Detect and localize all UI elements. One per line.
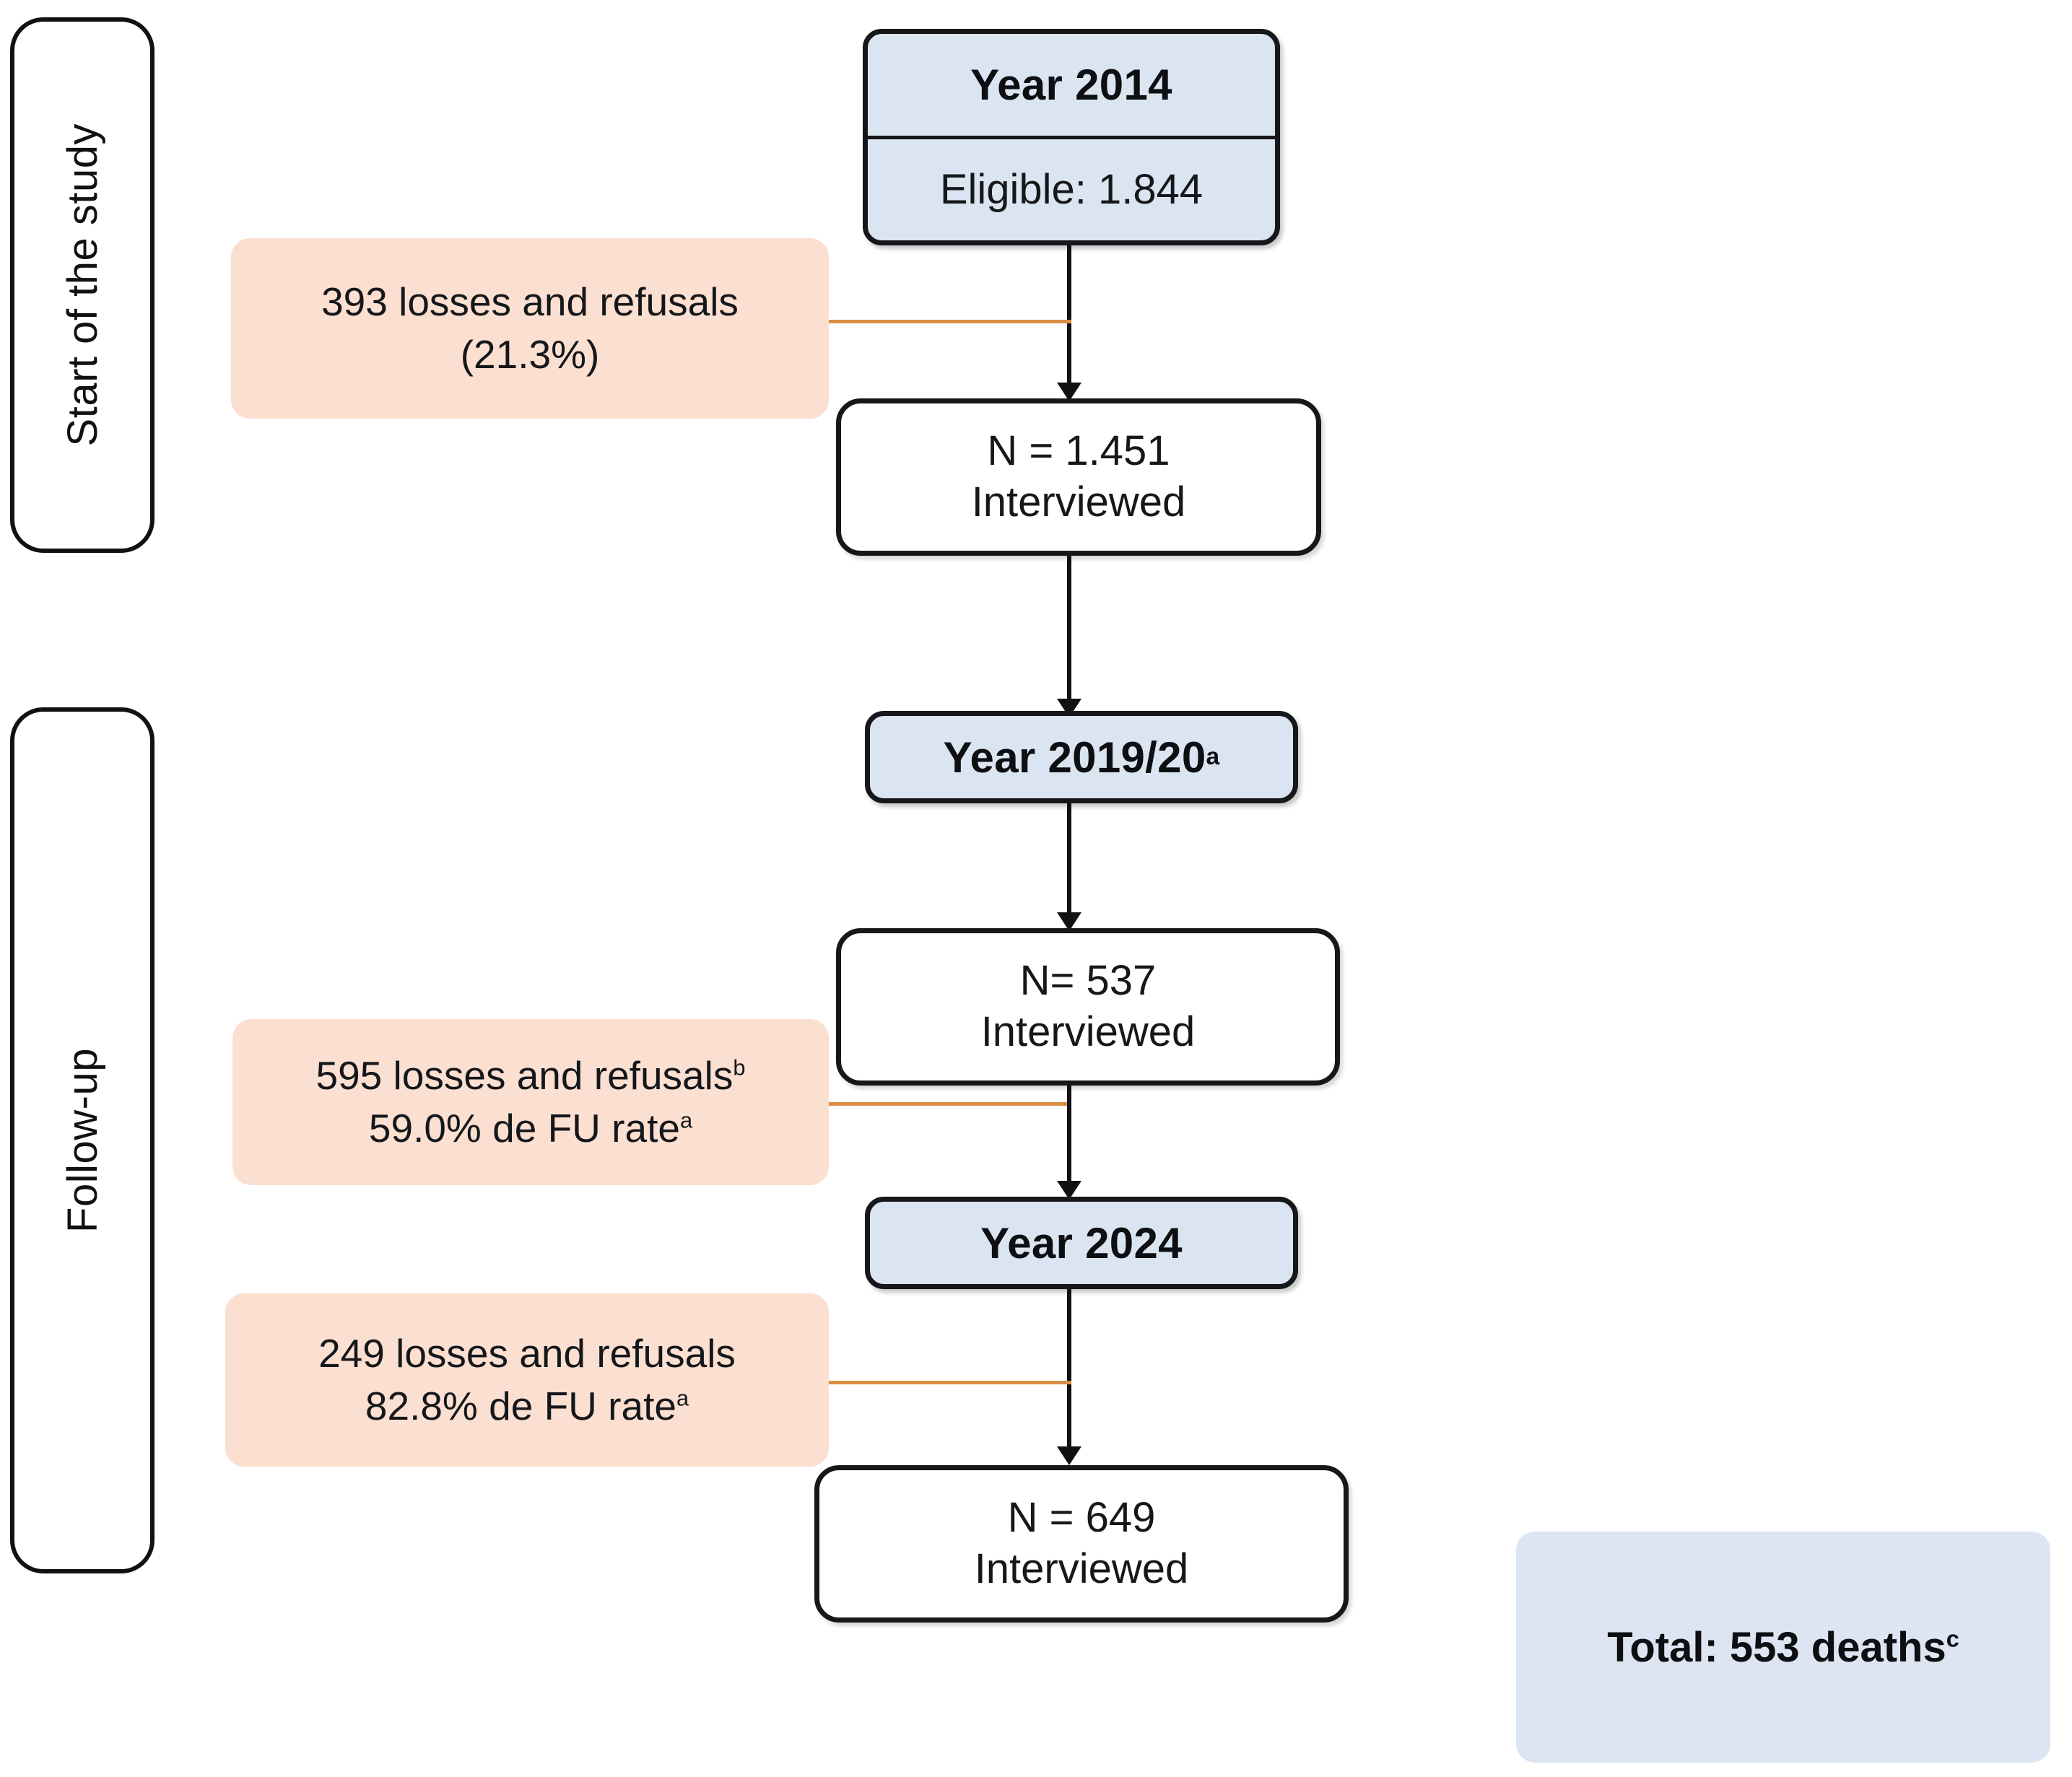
loss-box-2024: 249 losses and refusals 82.8% de FU rate… — [225, 1293, 829, 1467]
year-2024-title: Year 2024 — [980, 1218, 1183, 1267]
phase-label-start-of-study: Start of the study — [58, 123, 106, 447]
interviewed-2014-label: Interviewed — [971, 479, 1186, 525]
connector-2014-to-interviewed — [1067, 245, 1071, 387]
node-interviewed-2024: N = 649 Interviewed — [814, 1465, 1349, 1623]
connector-2019-to-interviewed — [1067, 803, 1071, 919]
node-interviewed-2014: N = 1.451 Interviewed — [836, 398, 1321, 556]
loss-2024-line-2-sup: a — [676, 1385, 689, 1411]
interviewed-2019-count: N= 537 — [1019, 957, 1157, 1005]
orange-connector-2024 — [829, 1381, 1071, 1384]
year-2014-title: Year 2014 — [970, 60, 1172, 109]
interviewed-2024-label: Interviewed — [974, 1545, 1189, 1592]
connector-2024-to-interviewed — [1067, 1289, 1071, 1452]
year-2014-eligible: Eligible: 1.844 — [939, 166, 1203, 214]
loss-2019-line-1-text: 595 losses and refusals — [315, 1053, 734, 1099]
loss-box-2014: 393 losses and refusals (21.3%) — [231, 238, 829, 419]
node-total-deaths: Total: 553 deathsc — [1516, 1532, 2050, 1763]
loss-2024-line-2-text: 82.8% de FU rate — [365, 1384, 676, 1428]
phase-label-follow-up: Follow-up — [58, 1048, 106, 1233]
loss-2019-line-2: 59.0% de FU ratea — [369, 1102, 692, 1155]
loss-2014-line-2: (21.3%) — [461, 328, 600, 381]
interviewed-2019-label: Interviewed — [980, 1008, 1196, 1055]
phase-rail-follow-up: Follow-up — [10, 707, 154, 1573]
orange-connector-2019 — [829, 1102, 1071, 1106]
node-interviewed-2019: N= 537 Interviewed — [836, 928, 1340, 1086]
connector-interviewed-to-2024 — [1067, 1086, 1071, 1187]
node-year-2024: Year 2024 — [865, 1197, 1298, 1289]
total-deaths-text: Total: 553 deaths — [1607, 1623, 1946, 1671]
loss-2019-line-2-text: 59.0% de FU rate — [368, 1106, 680, 1151]
total-deaths-sup: c — [1946, 1625, 1959, 1652]
arrowhead-2019-to-interviewed — [1057, 912, 1081, 931]
arrowhead-interviewed-to-2024 — [1057, 1181, 1081, 1200]
loss-2014-line-1: 393 losses and refusals — [321, 276, 739, 328]
phase-rail-start-of-study: Start of the study — [10, 17, 154, 553]
year-2019-20-title-text: Year 2019/20 — [943, 733, 1206, 782]
year-2014-divider — [868, 135, 1275, 139]
loss-2019-line-1: 595 losses and refusalsb — [316, 1049, 746, 1102]
loss-2014-line-1-text: 393 losses and refusals — [321, 279, 739, 325]
interviewed-2024-count: N = 649 — [1007, 1494, 1156, 1542]
interviewed-2014-count: N = 1.451 — [987, 427, 1170, 475]
loss-2019-line-1-sup: b — [733, 1055, 746, 1081]
loss-2024-line-1: 249 losses and refusals — [318, 1327, 736, 1380]
arrowhead-2014-to-interviewed — [1057, 383, 1081, 401]
loss-2019-line-2-sup: a — [679, 1107, 693, 1133]
loss-2024-line-1-text: 249 losses and refusals — [318, 1331, 736, 1376]
loss-2024-line-2: 82.8% de FU ratea — [365, 1380, 689, 1433]
total-deaths-label: Total: 553 deathsc — [1607, 1623, 1959, 1672]
loss-box-2019: 595 losses and refusalsb 59.0% de FU rat… — [232, 1019, 829, 1185]
connector-interviewed-to-2019 — [1067, 556, 1071, 704]
loss-2014-line-2-text: (21.3%) — [460, 332, 600, 377]
node-year-2014: Year 2014 Eligible: 1.844 — [863, 29, 1280, 245]
arrowhead-2024-to-interviewed — [1057, 1446, 1081, 1465]
orange-connector-2014 — [829, 320, 1071, 323]
